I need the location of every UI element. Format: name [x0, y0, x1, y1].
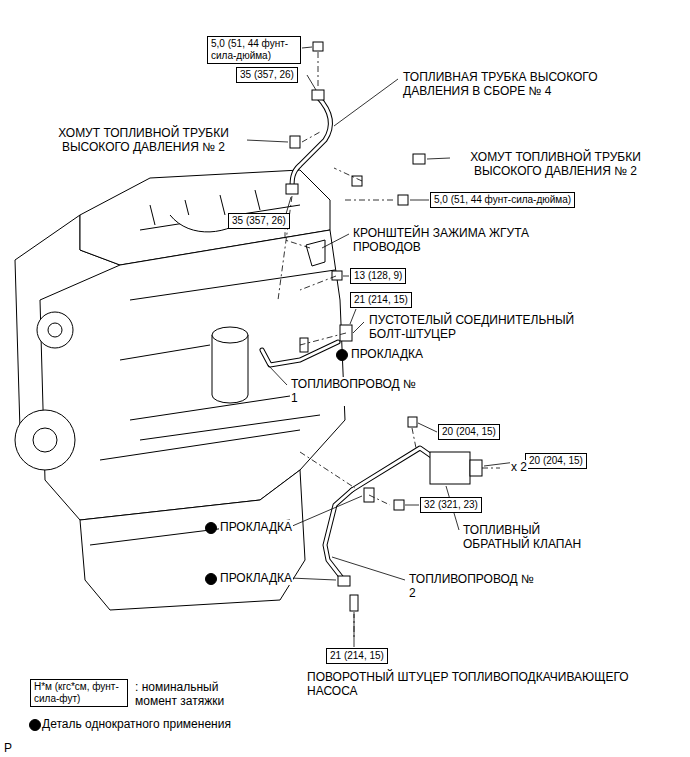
torque-box: 20 (204, 15): [438, 424, 500, 440]
torque-box: 13 (128, 9): [350, 268, 406, 284]
torque-value: 5,0 (51, 44 фунт-сила-дюйма): [434, 194, 571, 206]
part-label: ПУСТОТЕЛЫЙ СОЕДИНИТЕЛЬНЫЙ БОЛТ-ШТУЦЕР: [368, 313, 600, 342]
torque-box: 21 (214, 15): [326, 648, 388, 664]
part-label: ПРОКЛАДКА: [219, 520, 293, 534]
part-label: ТОПЛИВНАЯ ТРУБКА ВЫСОКОГО ДАВЛЕНИЯ В СБО…: [402, 70, 634, 99]
torque-value: 32 (321, 23): [424, 499, 478, 511]
part-label: ПРОКЛАДКА: [350, 347, 424, 361]
part-label: ТОПЛИВНЫЙ ОБРАТНЫЙ КЛАПАН: [462, 523, 604, 552]
legend-text: : номинальный момент затяжки: [135, 680, 245, 709]
torque-box: 20 (204, 15): [525, 453, 587, 469]
torque-box: 35 (357, 26): [236, 67, 298, 83]
page-mark: P: [3, 741, 13, 755]
part-label: КРОНШТЕЙН ЗАЖИМА ЖГУТА ПРОВОДОВ: [352, 226, 554, 255]
torque-value: 20 (204, 15): [442, 426, 496, 438]
torque-value: Н*м (кгс*см, фунт-сила-фут): [34, 681, 124, 705]
torque-box: 35 (357, 26): [228, 213, 290, 229]
part-label: ТОПЛИВОПРОВОД № 2: [408, 572, 535, 601]
part-label: ПРОКЛАДКА: [219, 571, 293, 585]
legend-text: Деталь однократного применения: [42, 717, 231, 731]
torque-value: 35 (357, 26): [232, 215, 286, 227]
torque-value: 13 (128, 9): [354, 270, 402, 282]
torque-value: 5,0 (51, 44 фунт-сила-дюйма): [211, 38, 297, 62]
torque-value: 20 (204, 15): [529, 455, 583, 467]
part-label: ХОМУТ ТОПЛИВНОЙ ТРУБКИ ВЫСОКОГО ДАВЛЕНИЯ…: [452, 150, 659, 179]
torque-box: 21 (214, 15): [350, 292, 412, 308]
legend-torque-box: Н*м (кгс*см, фунт-сила-фут): [30, 679, 128, 707]
torque-value: 21 (214, 15): [354, 294, 408, 306]
torque-value: 21 (214, 15): [330, 650, 384, 662]
torque-box: 5,0 (51, 44 фунт-сила-дюйма): [207, 36, 301, 64]
torque-value: 35 (357, 26): [240, 69, 294, 81]
part-label: ПОВОРОТНЫЙ ШТУЦЕР ТОПЛИВОПОДКАЧИВАЮЩЕГО …: [306, 670, 678, 699]
torque-box: 5,0 (51, 44 фунт-сила-дюйма): [430, 192, 575, 208]
quantity-label: x 2: [510, 460, 528, 474]
part-label: ТОПЛИВОПРОВОД № 1: [290, 377, 417, 406]
torque-box: 32 (321, 23): [420, 497, 482, 513]
part-label: ХОМУТ ТОПЛИВНОЙ ТРУБКИ ВЫСОКОГО ДАВЛЕНИЯ…: [40, 126, 247, 155]
